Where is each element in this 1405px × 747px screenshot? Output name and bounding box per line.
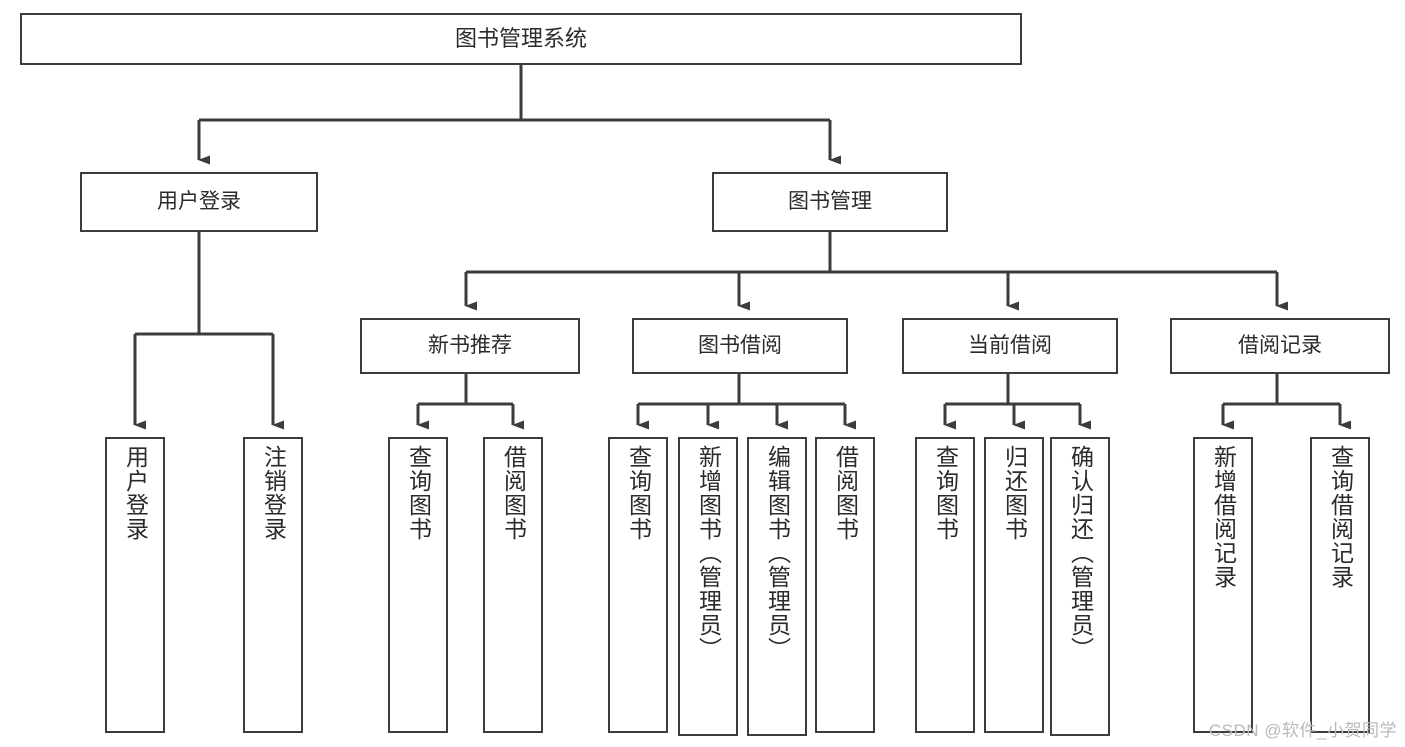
leaf-query-borrow-record-label: 查询借阅记录 — [1327, 445, 1354, 589]
node-root-label: 图书管理系统 — [454, 25, 587, 51]
leaf-user-logout[interactable]: 注销登录 — [243, 437, 303, 733]
csdn-watermark: CSDN @软件_小贺同学 — [1208, 721, 1397, 740]
leaf-add-book-admin-label: 新增图书（管理员） — [695, 445, 722, 661]
leaf-return-book[interactable]: 归还图书 — [984, 437, 1044, 733]
leaf-user-login-label: 用户登录 — [122, 445, 149, 541]
node-new-book-recommend[interactable]: 新书推荐 — [360, 318, 580, 374]
leaf-edit-book-admin[interactable]: 编辑图书（管理员） — [747, 437, 807, 736]
leaf-query-book-recommend[interactable]: 查询图书 — [388, 437, 448, 733]
node-user-login[interactable]: 用户登录 — [80, 172, 318, 232]
leaf-confirm-return-admin[interactable]: 确认归还（管理员） — [1050, 437, 1110, 736]
leaf-query-book-borrow-label: 查询图书 — [625, 445, 652, 541]
node-current-borrow-label: 当前借阅 — [968, 334, 1052, 358]
node-borrow-records[interactable]: 借阅记录 — [1170, 318, 1390, 374]
node-book-borrow[interactable]: 图书借阅 — [632, 318, 848, 374]
leaf-query-book-current-label: 查询图书 — [932, 445, 959, 541]
node-root[interactable]: 图书管理系统 — [20, 13, 1022, 65]
leaf-borrow-book-recommend-label: 借阅图书 — [500, 445, 527, 541]
node-book-borrow-label: 图书借阅 — [698, 334, 782, 358]
node-book-management[interactable]: 图书管理 — [712, 172, 948, 232]
leaf-lend-book[interactable]: 借阅图书 — [815, 437, 875, 733]
leaf-query-book-current[interactable]: 查询图书 — [915, 437, 975, 733]
leaf-edit-book-admin-label: 编辑图书（管理员） — [764, 445, 791, 661]
node-new-book-recommend-label: 新书推荐 — [428, 334, 512, 358]
leaf-lend-book-label: 借阅图书 — [832, 445, 859, 541]
leaf-return-book-label: 归还图书 — [1001, 445, 1028, 541]
node-book-management-label: 图书管理 — [788, 190, 872, 214]
leaf-query-borrow-record[interactable]: 查询借阅记录 — [1310, 437, 1370, 733]
leaf-add-borrow-record-label: 新增借阅记录 — [1210, 445, 1237, 589]
node-borrow-records-label: 借阅记录 — [1238, 334, 1322, 358]
node-user-login-label: 用户登录 — [157, 190, 241, 214]
leaf-query-book-recommend-label: 查询图书 — [405, 445, 432, 541]
leaf-user-logout-label: 注销登录 — [260, 445, 287, 541]
leaf-add-book-admin[interactable]: 新增图书（管理员） — [678, 437, 738, 736]
leaf-query-book-borrow[interactable]: 查询图书 — [608, 437, 668, 733]
node-current-borrow[interactable]: 当前借阅 — [902, 318, 1118, 374]
leaf-user-login[interactable]: 用户登录 — [105, 437, 165, 733]
leaf-add-borrow-record[interactable]: 新增借阅记录 — [1193, 437, 1253, 733]
leaf-borrow-book-recommend[interactable]: 借阅图书 — [483, 437, 543, 733]
leaf-confirm-return-admin-label: 确认归还（管理员） — [1067, 445, 1094, 661]
